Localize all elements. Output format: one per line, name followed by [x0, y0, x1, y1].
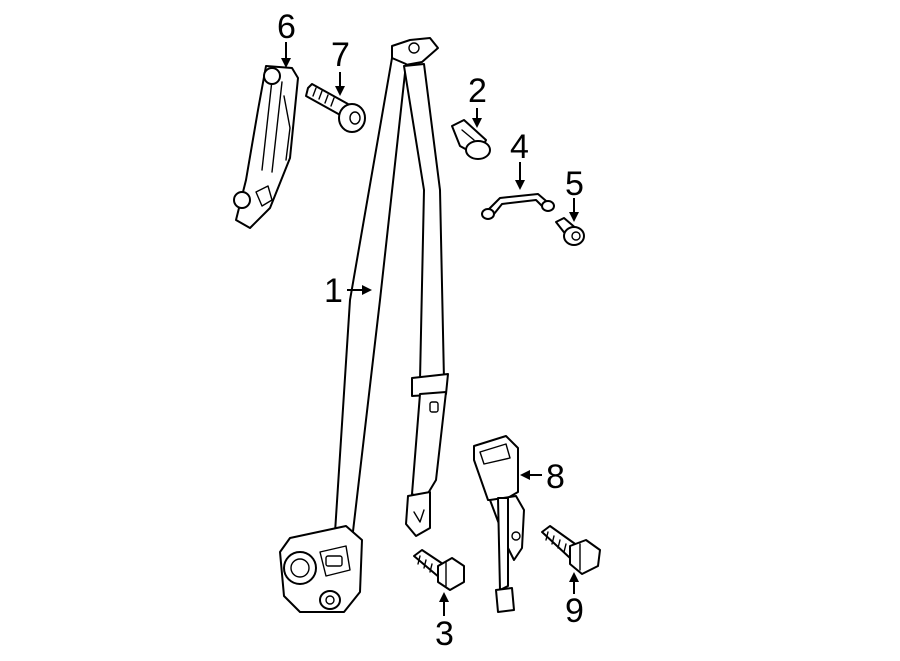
part-3-hex-bolt	[413, 549, 465, 591]
part-9-hex-bolt	[541, 525, 601, 575]
callout-5: 5	[565, 165, 584, 203]
part-1-seat-belt-assembly	[279, 37, 449, 613]
callout-4: 4	[510, 128, 529, 166]
part-8-buckle	[473, 435, 525, 613]
part-5-bolt	[555, 217, 585, 246]
callout-8: 8	[546, 458, 565, 496]
part-4-guide-bracket	[481, 193, 555, 220]
callout-7: 7	[331, 36, 350, 74]
callout-1: 1	[324, 272, 343, 310]
part-2-bushing	[451, 119, 491, 160]
callout-leaders	[281, 42, 579, 616]
part-7-bolt	[305, 83, 366, 133]
callout-2: 2	[468, 72, 487, 110]
callout-6: 6	[277, 8, 296, 46]
part-6-height-adjuster	[233, 65, 299, 229]
callout-9: 9	[565, 592, 584, 630]
callout-3: 3	[435, 615, 454, 653]
